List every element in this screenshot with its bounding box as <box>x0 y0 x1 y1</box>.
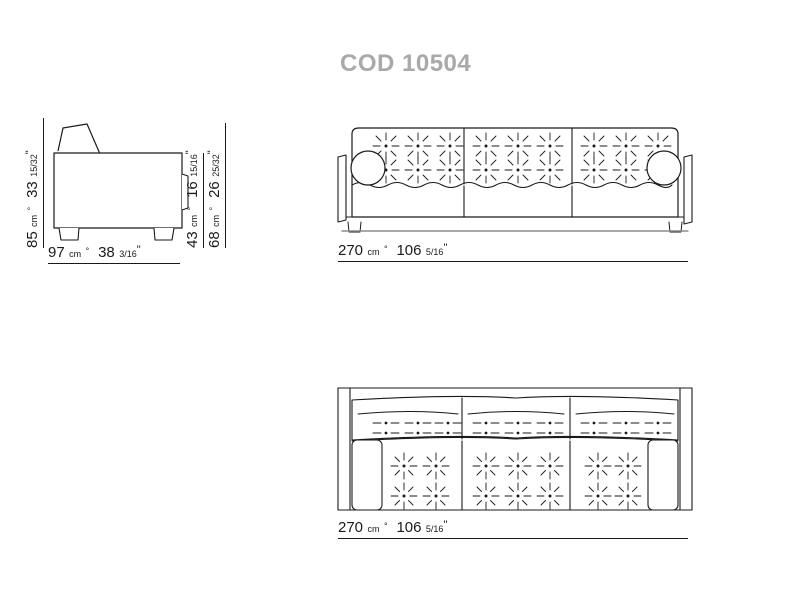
dim-imperial-whole: 38 <box>98 244 115 261</box>
dimension-plan-width: 270 cm ° 106 5/16" <box>338 520 688 539</box>
dim-metric-value: 270 <box>338 242 364 259</box>
dim-metric-unit: cm <box>367 247 380 257</box>
dim-separator: ° <box>383 521 388 531</box>
dim-imperial-fraction: 5/16 <box>425 247 444 257</box>
dim-separator: ° <box>26 206 36 211</box>
dim-metric-value: 270 <box>338 519 364 536</box>
dim-metric-unit: cm <box>29 214 39 227</box>
dim-inch-mark: " <box>136 244 141 256</box>
dim-imperial-whole: 106 <box>396 242 422 259</box>
dim-imperial-fraction: 25/32 <box>211 154 221 177</box>
dimension-rule <box>48 263 180 264</box>
dim-inch-mark: " <box>206 150 218 155</box>
dim-imperial-whole: 26 <box>206 181 223 198</box>
dim-metric-value: 85 <box>24 231 41 248</box>
dim-imperial-whole: 106 <box>396 519 422 536</box>
dim-inch-mark: " <box>443 519 448 531</box>
dim-metric-value: 43 <box>184 231 201 248</box>
dimension-rule <box>338 538 688 539</box>
dimension-side-arm-height: 68 cm ° 26 25/32" <box>206 123 226 248</box>
page-title: COD 10504 <box>340 50 472 77</box>
dim-metric-unit: cm <box>69 249 82 259</box>
dimension-rule <box>338 261 688 262</box>
dim-separator: ° <box>186 206 196 211</box>
dimension-front-width: 270 cm ° 106 5/16" <box>338 243 688 262</box>
dim-inch-mark: " <box>443 242 448 254</box>
dim-separator: ° <box>208 206 218 211</box>
dim-separator: ° <box>85 246 90 256</box>
dim-imperial-whole: 33 <box>24 181 41 198</box>
dim-imperial-whole: 16 <box>184 181 201 198</box>
dim-inch-mark: " <box>184 150 196 155</box>
dimension-rule <box>203 153 204 248</box>
dim-metric-unit: cm <box>211 214 221 227</box>
dim-metric-value: 68 <box>206 231 223 248</box>
dim-separator: ° <box>383 244 388 254</box>
dimension-rule <box>43 118 44 248</box>
dimension-rule <box>225 123 226 248</box>
plan-view-drawing <box>336 378 694 513</box>
dimension-side-seat-height: 43 cm ° 16 15/16" <box>184 150 204 248</box>
dimension-side-height: 85 cm ° 33 15/32" <box>24 118 44 248</box>
dim-inch-mark: " <box>24 150 36 155</box>
side-elevation-drawing <box>45 112 200 247</box>
dim-metric-value: 97 <box>48 244 65 261</box>
dimension-side-depth: 97 cm ° 38 3/16" <box>48 245 180 264</box>
dim-metric-unit: cm <box>189 214 199 227</box>
dim-imperial-fraction: 15/32 <box>29 154 39 177</box>
dim-imperial-fraction: 5/16 <box>425 524 444 534</box>
dim-imperial-fraction: 3/16 <box>119 249 137 259</box>
dim-metric-unit: cm <box>367 524 380 534</box>
front-elevation-drawing <box>336 112 694 240</box>
dim-imperial-fraction: 15/16 <box>189 154 199 177</box>
